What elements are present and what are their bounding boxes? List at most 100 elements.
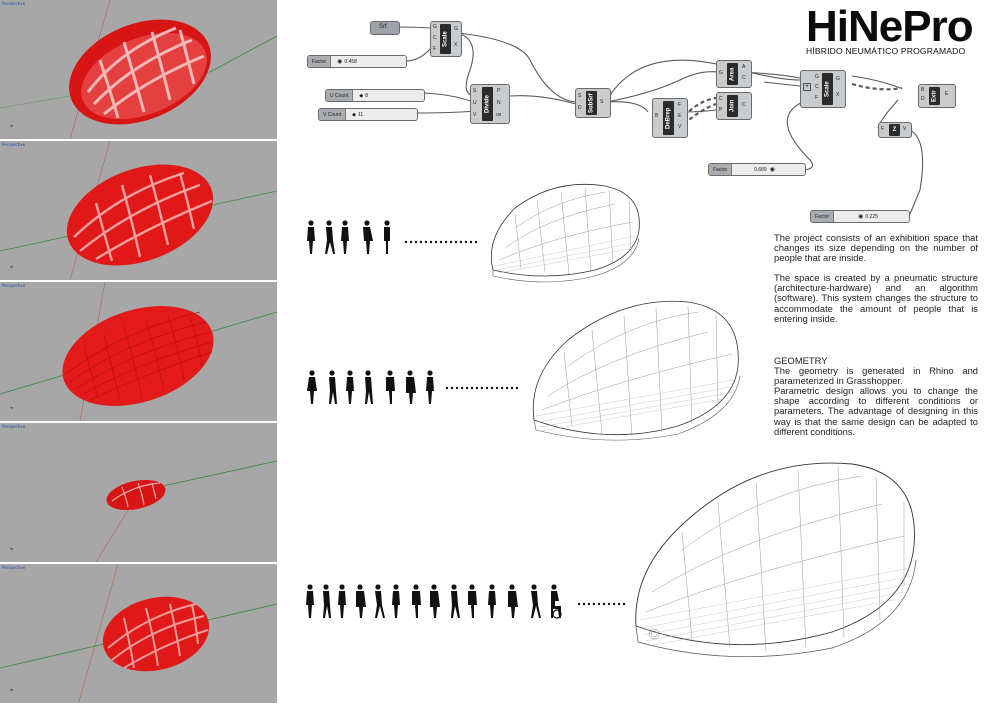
extr-node[interactable]: B D Extr E xyxy=(918,84,956,108)
svg-text:⌖: ⌖ xyxy=(10,264,14,271)
viewport-label: Perspective xyxy=(2,424,26,429)
subsrf-node-name: SubSrf xyxy=(586,91,597,115)
divide-node[interactable]: S U V Divide P N uv xyxy=(470,84,510,124)
svg-text:⌖: ⌖ xyxy=(10,405,14,412)
port-g: G xyxy=(719,70,723,76)
scale-node-name: Scale xyxy=(440,24,451,54)
factor-slider-label: Factor xyxy=(308,56,332,67)
wireframe-structure-medium xyxy=(532,300,741,441)
port-c: C xyxy=(433,35,437,41)
wireframe-structure-small xyxy=(490,183,640,283)
port-c: C xyxy=(719,96,723,102)
factor-slider-label: Factor xyxy=(811,211,835,222)
extr-node-name: Extr xyxy=(929,87,940,105)
graft-icon: + xyxy=(803,83,811,91)
port-f: F xyxy=(881,126,885,132)
port-g: G xyxy=(815,74,819,80)
port-c-out: C xyxy=(742,102,746,108)
scale-node-2[interactable]: G C F + Scale G X xyxy=(800,70,846,108)
factor-slider-value: 0.458 xyxy=(344,58,357,65)
people-row-2 xyxy=(307,370,519,404)
viewport-2[interactable]: Perspective ⌖ xyxy=(0,141,277,282)
people-row-3 xyxy=(306,584,626,619)
u-count-label: U Count xyxy=(326,90,354,101)
port-s: S xyxy=(473,88,477,94)
join-node-name: Join xyxy=(727,95,738,117)
knob-icon: ◉ xyxy=(769,167,775,173)
pneumatic-model-red xyxy=(69,19,211,125)
v-count-value: 11 xyxy=(357,111,364,118)
factor-slider-value: 0.689 xyxy=(754,166,767,173)
port-f: F xyxy=(815,95,819,101)
port-g-out: G xyxy=(836,76,840,82)
debrep-node[interactable]: B DeBrep F E V xyxy=(652,98,688,138)
v-count-slider[interactable]: V Count ◆11 xyxy=(318,108,418,121)
srf-param[interactable]: Srf xyxy=(370,21,400,35)
description-paragraph-2: The space is created by a pneumatic stru… xyxy=(774,272,978,324)
viewport-4[interactable]: Perspective ⌖ xyxy=(0,423,277,564)
debrep-node-name: DeBrep xyxy=(663,101,674,135)
viewport-label: Perspective xyxy=(2,1,26,6)
z-node[interactable]: F Z V xyxy=(878,122,912,138)
port-p: P xyxy=(719,107,723,113)
port-u: U xyxy=(473,100,477,106)
viewport-5[interactable]: Perspective ⌖ xyxy=(0,564,277,705)
scale-node[interactable]: G C F Scale G X xyxy=(430,21,462,57)
port-e-out: E xyxy=(945,91,949,97)
v-count-label: V Count xyxy=(319,109,347,120)
factor-slider-label: Factor xyxy=(709,164,733,175)
port-v-out: V xyxy=(903,126,907,132)
port-g-out: G xyxy=(454,26,458,32)
page-title: HiNePro xyxy=(806,2,974,51)
description-paragraph-3: The geometry is generated in Rhino and p… xyxy=(774,365,978,387)
port-s: S xyxy=(578,93,582,99)
subsrf-node[interactable]: S D SubSrf S xyxy=(575,88,611,118)
factor-slider-2[interactable]: Factor 0.689◉ xyxy=(708,163,806,176)
geometry-heading: GEOMETRY xyxy=(774,355,828,366)
port-v-out: V xyxy=(678,124,682,130)
pneumatic-model-red xyxy=(66,164,214,266)
viewport-1[interactable]: Perspective ⌖ xyxy=(0,0,277,141)
grasshopper-wires xyxy=(397,26,924,215)
port-f-out: F xyxy=(678,102,682,108)
description-paragraph-4: Parametric design allows you to change t… xyxy=(774,385,978,437)
port-e-out: E xyxy=(678,113,682,119)
srf-param-label: Srf xyxy=(379,24,387,30)
port-uv-out: uv xyxy=(496,112,502,118)
pneumatic-model-red xyxy=(62,306,214,406)
port-n-out: N xyxy=(497,100,501,106)
scale-node-2-name: Scale xyxy=(822,73,833,105)
z-node-name: Z xyxy=(889,124,900,136)
page-subtitle: HÍBRIDO NEUMÁTICO PROGRAMADO xyxy=(806,46,966,56)
area-node[interactable]: G Area A C xyxy=(716,60,752,88)
port-s-out: S xyxy=(600,99,604,105)
pneumatic-model-red xyxy=(106,479,166,511)
u-count-value: 8 xyxy=(365,92,368,99)
port-x-out: X xyxy=(836,92,840,98)
port-c-out: C xyxy=(742,75,746,81)
knob-icon: ◆ xyxy=(352,111,356,118)
svg-text:⌖: ⌖ xyxy=(10,123,14,130)
port-v: V xyxy=(473,112,477,118)
port-b: B xyxy=(655,113,659,119)
port-p-out: P xyxy=(497,88,501,94)
port-d: D xyxy=(578,105,582,111)
viewport-label: Perspective xyxy=(2,565,26,570)
factor-slider-3[interactable]: Factor ◉0.225 xyxy=(810,210,910,223)
factor-slider-1[interactable]: Factor ◉0.458 xyxy=(307,55,407,68)
port-g: G xyxy=(433,24,437,30)
port-x-out: X xyxy=(454,42,458,48)
divide-node-name: Divide xyxy=(482,87,493,121)
join-node[interactable]: C P Join C xyxy=(716,92,752,120)
knob-icon: ◉ xyxy=(858,214,864,220)
factor-slider-value: 0.225 xyxy=(865,213,878,220)
viewport-label: Perspective xyxy=(2,283,26,288)
u-count-slider[interactable]: U Count ◆8 xyxy=(325,89,425,102)
port-f: F xyxy=(433,46,437,52)
viewport-3[interactable]: Perspective ⌖ xyxy=(0,282,277,423)
svg-text:⌖: ⌖ xyxy=(10,687,14,694)
wireframe-structure-large xyxy=(635,462,917,657)
people-row-1 xyxy=(307,220,478,254)
knob-icon: ◆ xyxy=(359,92,364,99)
svg-text:⌖: ⌖ xyxy=(10,546,14,553)
